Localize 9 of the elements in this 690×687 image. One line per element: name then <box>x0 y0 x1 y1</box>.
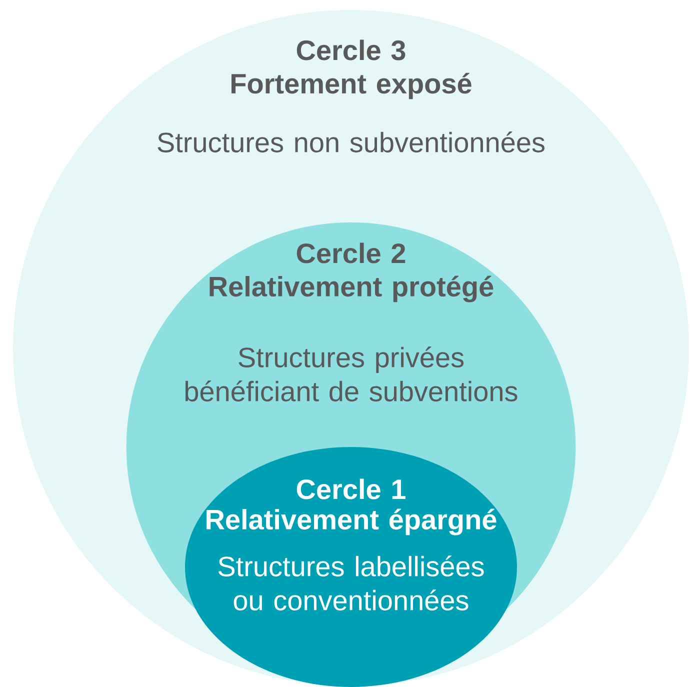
circle-title: Cercle 3 <box>296 40 406 60</box>
circle-title: Cercle 2 <box>296 242 406 264</box>
circle-title: Cercle 1 <box>296 478 406 500</box>
description-text: Structures labellisées ou conventionnées <box>218 556 484 610</box>
circle-subtitle: Relativement protégé <box>210 276 494 302</box>
circle-subtitle: Relativement épargné <box>206 508 496 536</box>
description-text: Structures privées bénéficiant de subventions <box>185 346 518 402</box>
circle-subtitle: Fortement exposé <box>232 72 472 100</box>
description-text: Structures non subventionnées <box>158 132 544 152</box>
